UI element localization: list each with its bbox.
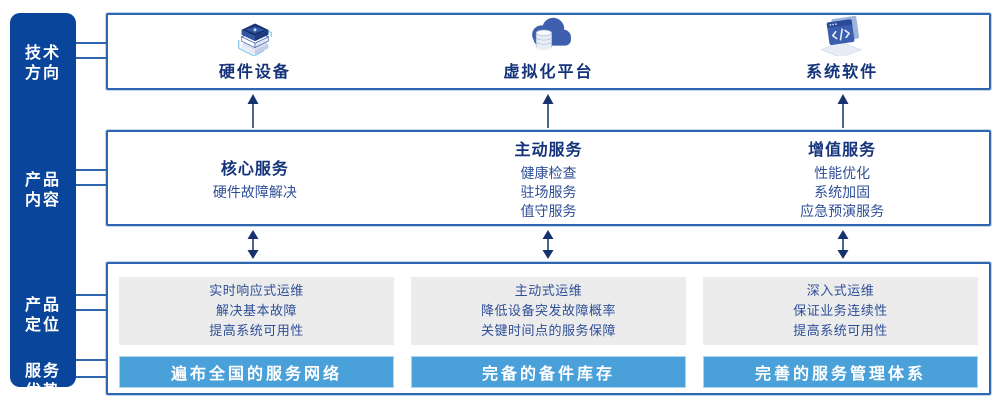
tech-item-hardware: 硬件设备	[108, 15, 402, 88]
content-column-core: 核心服务 硬件故障解决	[108, 132, 402, 224]
code-window-icon	[820, 15, 863, 56]
content-item: 驻场服务	[520, 183, 577, 200]
connector-line	[76, 184, 106, 186]
position-card: 实时响应式运维 解决基本故障 提高系统可用性	[119, 277, 394, 345]
position-line: 降低设备突发故障概率	[480, 303, 616, 318]
connector-line	[76, 309, 106, 311]
tech-item-software: 系统软件	[695, 15, 989, 88]
tech-item-virtualization: 虚拟化平台	[402, 15, 696, 88]
product-content-box: 核心服务 硬件故障解决 主动服务 健康检查 驻场服务 值守服务 增值服务 性能优…	[106, 130, 991, 226]
advantage-bar: 遍布全国的服务网络	[119, 356, 394, 388]
position-column-realtime: 实时响应式运维 解决基本故障 提高系统可用性 遍布全国的服务网络	[119, 277, 394, 393]
position-column-proactive: 主动式运维 降低设备突发故障概率 关键时间点的服务保障 完备的备件库存	[411, 277, 686, 393]
sidebar-item-product-position: 产品 定位	[24, 297, 61, 334]
double-arrow	[837, 230, 849, 259]
connector-line	[76, 359, 106, 361]
position-line: 解决基本故障	[215, 303, 297, 318]
tech-item-label: 虚拟化平台	[503, 64, 594, 81]
connector-line	[76, 42, 106, 44]
up-arrow	[542, 94, 554, 128]
connector-line	[76, 376, 106, 378]
product-position-box: 实时响应式运维 解决基本故障 提高系统可用性 遍布全国的服务网络 主动式运维 降…	[106, 262, 991, 395]
tech-item-label: 硬件设备	[218, 64, 291, 81]
content-item: 性能优化	[814, 164, 871, 181]
tech-direction-box: 硬件设备 虚拟化平台	[106, 13, 991, 90]
connector-line	[76, 169, 106, 171]
position-line: 主动式运维	[514, 283, 583, 298]
advantage-bar: 完备的备件库存	[411, 356, 686, 388]
advantage-bar: 完善的服务管理体系	[703, 356, 978, 388]
content-item: 应急预演服务	[800, 202, 885, 219]
content-column-title: 主动服务	[514, 141, 583, 159]
tech-item-label: 系统软件	[806, 64, 879, 81]
content-column-title: 增值服务	[808, 141, 877, 159]
position-line: 保证业务连续性	[793, 303, 888, 318]
connector-line	[76, 294, 106, 296]
content-item: 硬件故障解决	[212, 183, 297, 200]
sidebar-item-product-content: 产品 内容	[24, 172, 61, 209]
cloud-database-icon	[531, 17, 571, 51]
position-card: 深入式运维 保证业务连续性 提高系统可用性	[703, 277, 978, 345]
position-line: 深入式运维	[806, 283, 875, 298]
sidebar-item-tech-direction: 技术 方向	[24, 45, 61, 82]
sidebar: 技术 方向 产品 内容 产品 定位 服务 优势	[10, 13, 76, 400]
position-column-deep: 深入式运维 保证业务连续性 提高系统可用性 完善的服务管理体系	[703, 277, 978, 393]
sidebar-item-service-advantage: 服务 优势	[24, 363, 61, 400]
position-line: 提高系统可用性	[209, 323, 304, 338]
server-stack-icon	[237, 23, 272, 56]
content-column-value-added: 增值服务 性能优化 系统加固 应急预演服务	[695, 132, 989, 224]
position-line: 提高系统可用性	[793, 323, 888, 338]
content-item: 值守服务	[520, 202, 577, 219]
position-card: 主动式运维 降低设备突发故障概率 关键时间点的服务保障	[411, 277, 686, 345]
double-arrow	[247, 230, 259, 259]
double-arrow	[542, 230, 554, 259]
content-column-title: 核心服务	[220, 160, 289, 178]
connector-line	[76, 57, 106, 59]
content-column-proactive: 主动服务 健康检查 驻场服务 值守服务	[402, 132, 696, 224]
content-item: 健康检查	[520, 164, 577, 181]
position-line: 实时响应式运维	[209, 283, 304, 298]
content-item: 系统加固	[814, 183, 871, 200]
position-line: 关键时间点的服务保障	[480, 323, 616, 338]
up-arrow	[837, 94, 849, 128]
up-arrow	[247, 94, 259, 128]
